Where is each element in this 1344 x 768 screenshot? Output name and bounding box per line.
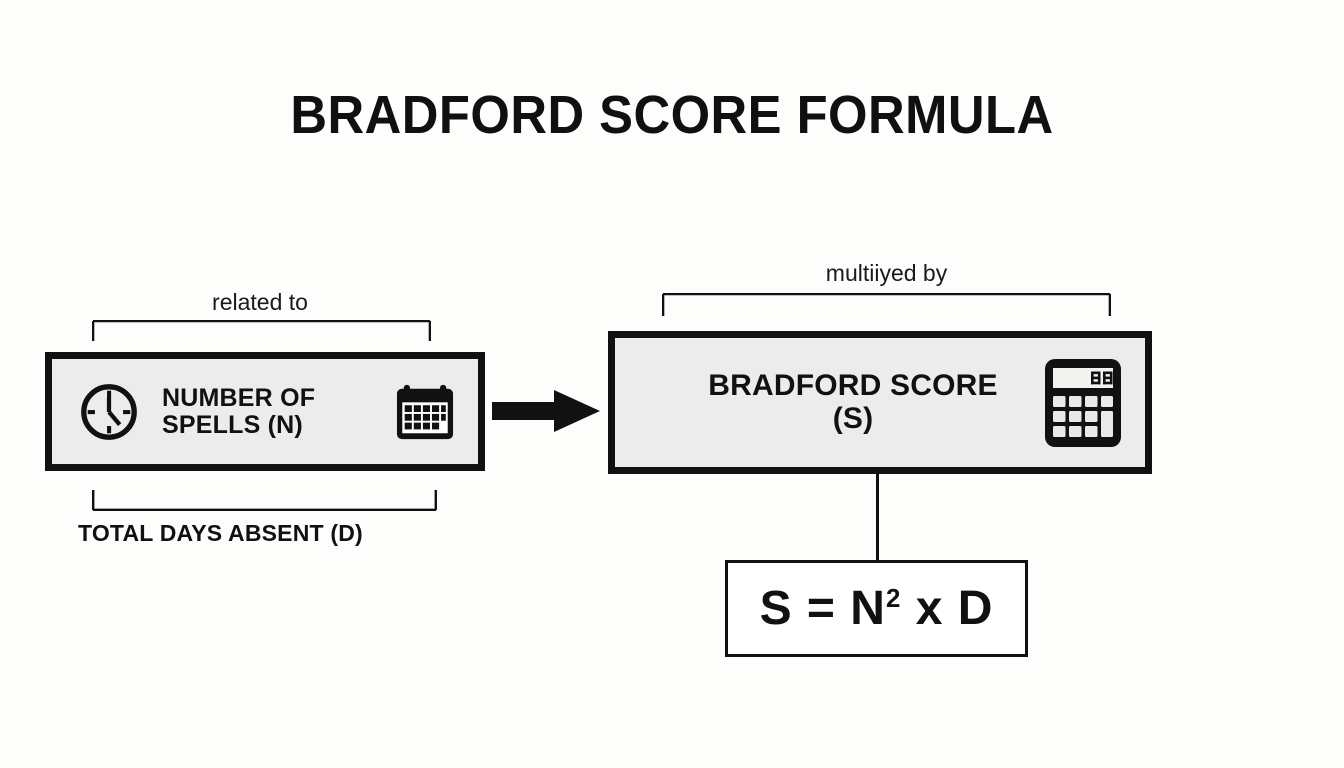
box-spells-label-line1: NUMBER OF [162, 383, 316, 412]
formula-exponent: 2 [885, 585, 902, 613]
box-score-label: BRADFORD SCORE (S) [663, 369, 1043, 435]
calculator-icon [1045, 358, 1121, 447]
bracket-top-left [92, 320, 431, 341]
formula-right: x D [901, 582, 994, 635]
calculator-display-value [1091, 371, 1113, 384]
arrow-right-icon [492, 390, 600, 432]
bracket-bottom-left [92, 490, 437, 511]
bracket-top-right [662, 293, 1111, 316]
box-spells-label-line2: SPELLS (N) [162, 410, 303, 439]
box-spells-label: NUMBER OF SPELLS (N) [162, 383, 394, 439]
box-score-label-line2: (S) [832, 401, 874, 435]
bracket-label-total-days-absent: TOTAL DAYS ABSENT (D) [78, 520, 363, 546]
bracket-label-related-to: related to [212, 289, 308, 315]
box-score-label-line1: BRADFORD SCORE [708, 369, 998, 403]
connector-line [876, 474, 879, 561]
calendar-icon [396, 384, 454, 439]
formula-left: S = N [759, 582, 886, 635]
clock-icon [81, 383, 137, 440]
box-number-of-spells: NUMBER OF SPELLS (N) [45, 352, 485, 471]
formula-box: S = N2 x D [725, 560, 1028, 657]
bracket-label-multiplied-by: multiiyed by [825, 260, 948, 286]
box-bradford-score: BRADFORD SCORE (S) [608, 331, 1152, 474]
page-title: BRADFORD SCORE FORMULA [290, 85, 1054, 145]
formula-text: S = N2 x D [760, 581, 994, 636]
